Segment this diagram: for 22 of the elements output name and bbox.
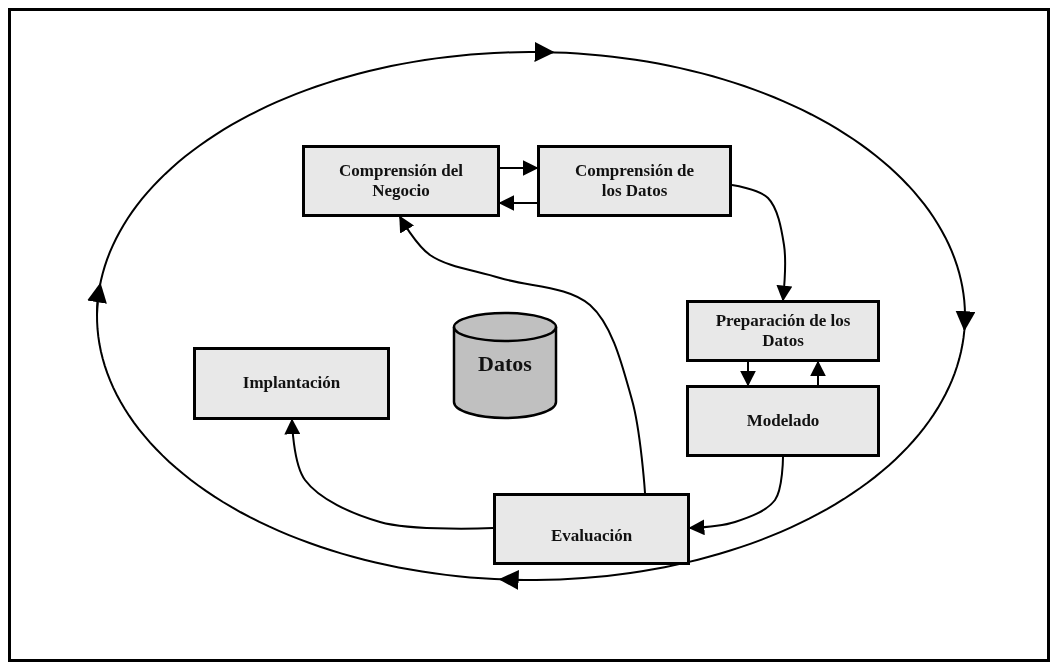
arrow bbox=[731, 184, 793, 302]
arrow bbox=[284, 418, 494, 530]
process-box bbox=[537, 145, 732, 217]
node-label: Modelado bbox=[746, 410, 820, 432]
node-label: Comprensión del Negocio bbox=[338, 160, 464, 202]
arrow bbox=[688, 456, 784, 536]
node-label: Evaluación bbox=[550, 525, 633, 547]
arrow bbox=[810, 360, 826, 386]
database-cylinder bbox=[452, 311, 558, 420]
arrow bbox=[399, 215, 646, 494]
arrow bbox=[740, 361, 756, 387]
node-label: Datos bbox=[478, 351, 532, 378]
process-box bbox=[493, 493, 690, 565]
process-box bbox=[686, 300, 880, 362]
node-label: Preparación de los Datos bbox=[714, 310, 852, 352]
process-box bbox=[686, 385, 880, 457]
arrow bbox=[498, 195, 538, 211]
node-label: Implantación bbox=[242, 373, 341, 394]
node-label: Comprensión de los Datos bbox=[573, 160, 696, 202]
process-box bbox=[302, 145, 500, 217]
process-box bbox=[193, 347, 390, 420]
arrow bbox=[499, 160, 539, 176]
